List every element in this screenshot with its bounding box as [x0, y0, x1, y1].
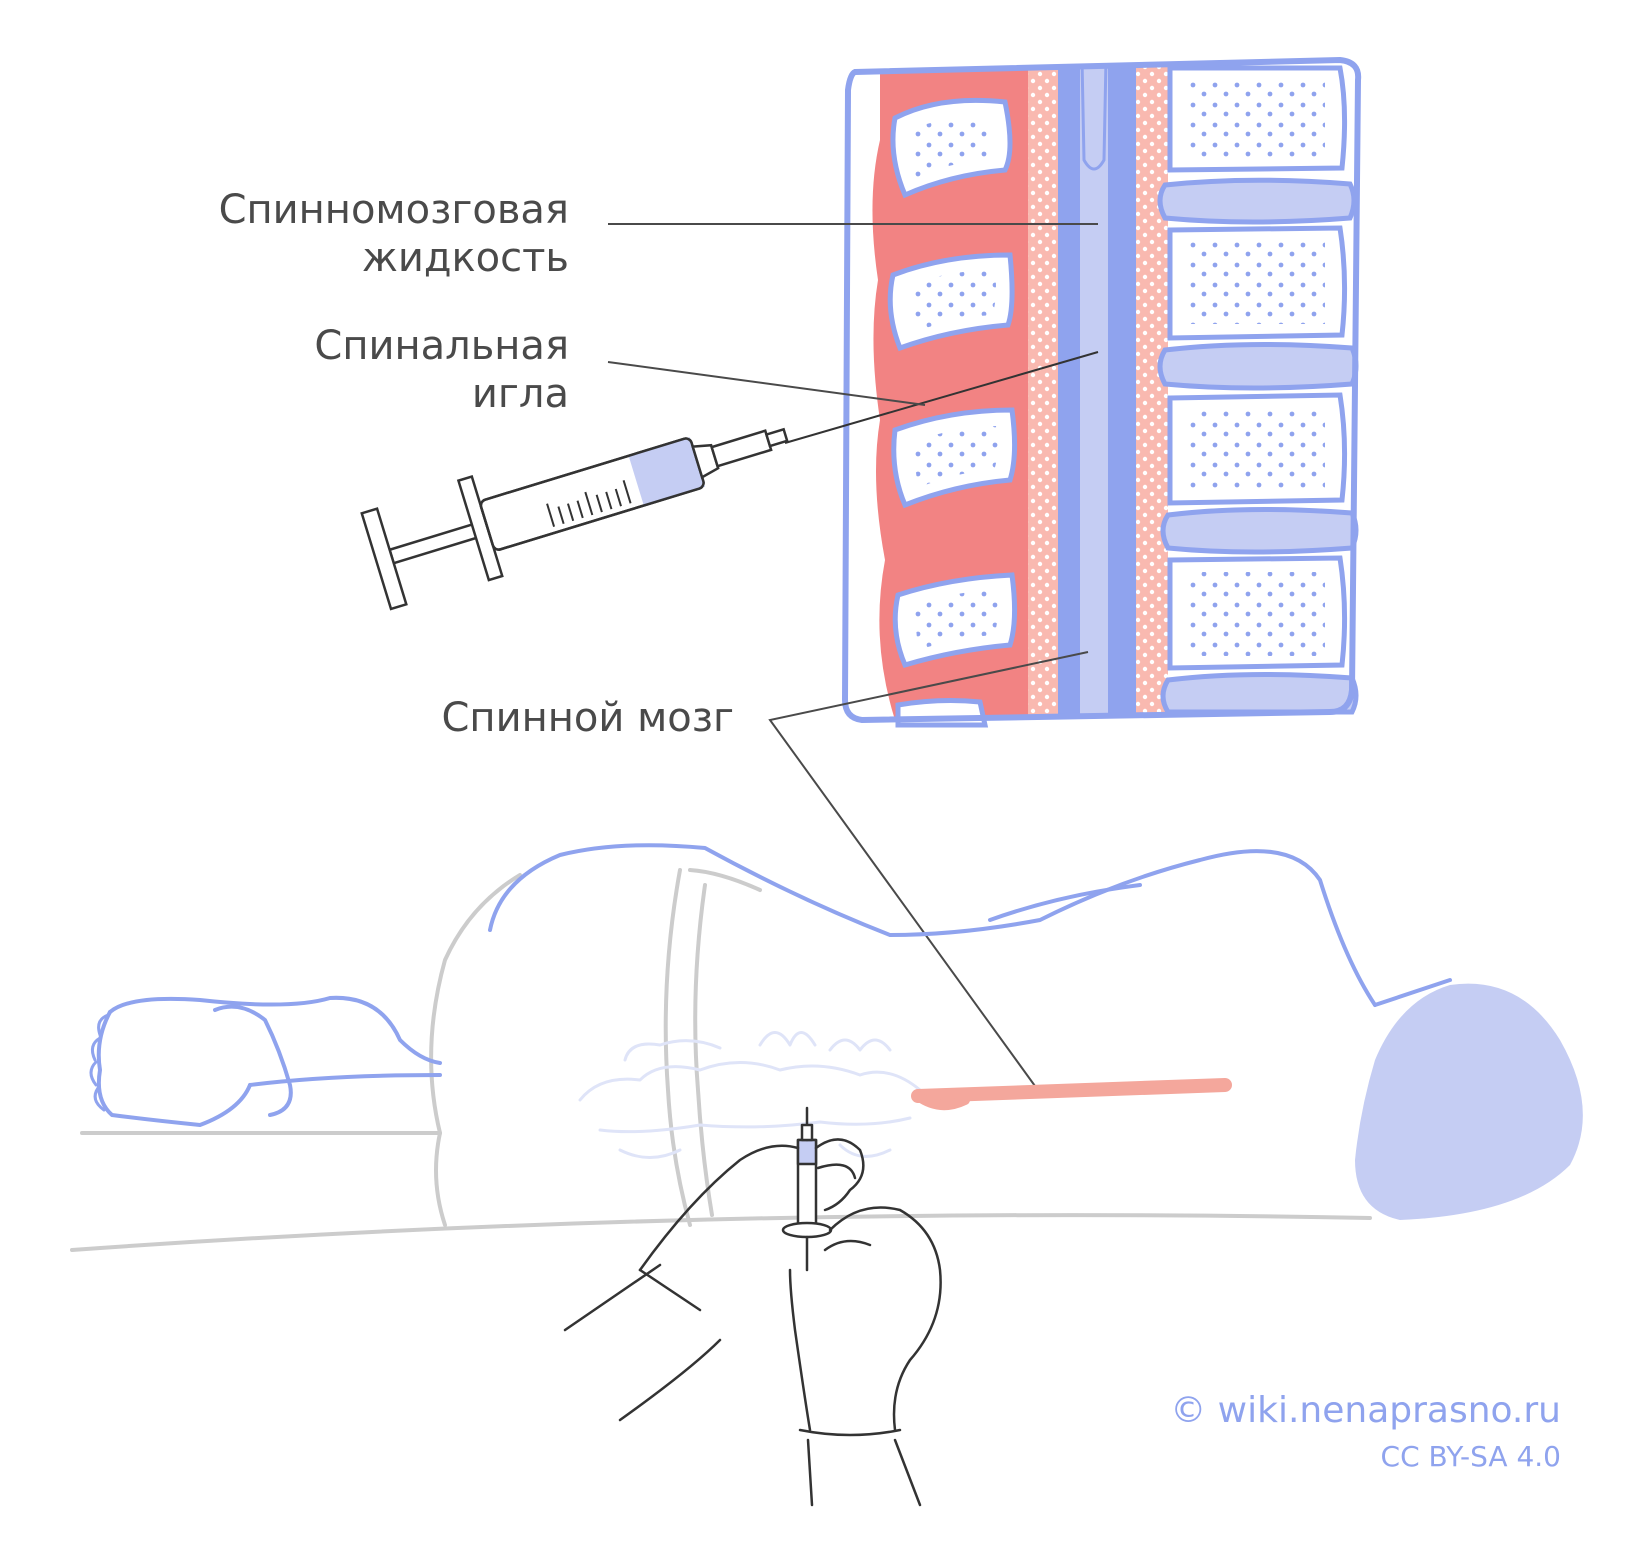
label-needle-line2: игла [471, 371, 569, 417]
patient-figure [70, 843, 1583, 1252]
clothing-waistband [663, 868, 692, 1227]
label-csf-line1: Спинномозговая [218, 187, 569, 233]
leader-needle [607, 361, 926, 406]
patient-head [1355, 983, 1583, 1220]
back-contour [488, 843, 1377, 1007]
syringe-liquid [628, 437, 706, 506]
vertebral-bodies [1157, 65, 1359, 715]
intervertebral-discs [1157, 177, 1359, 715]
label-csf: Спинномозговая жидкость [219, 186, 569, 282]
label-needle-line1: Спинальная [314, 323, 569, 369]
spinal-syringe [360, 351, 1099, 611]
leader-spinal-cord [768, 651, 1089, 1087]
leader-lines [607, 223, 1098, 1087]
credit-site[interactable]: © wiki.nenaprasno.ru [1170, 1390, 1561, 1431]
patient-feet [108, 995, 442, 1065]
inset-frame [841, 56, 1362, 724]
bed-line [70, 1213, 1372, 1252]
syringe-plunger-head [360, 507, 408, 611]
spine-cross-section [841, 56, 1362, 728]
doctor-hands [563, 1106, 942, 1507]
spinal-cord-highlight [911, 1078, 1232, 1103]
needle-hub [710, 429, 773, 468]
lumbar-vertebrae-silhouette [578, 1031, 922, 1159]
credit-license: CC BY-SA 4.0 [1380, 1440, 1561, 1473]
label-spinal-cord: Спинной мозг [441, 695, 735, 741]
label-csf-line2: жидкость [361, 235, 569, 281]
label-needle: Спинальная игла [314, 322, 569, 418]
